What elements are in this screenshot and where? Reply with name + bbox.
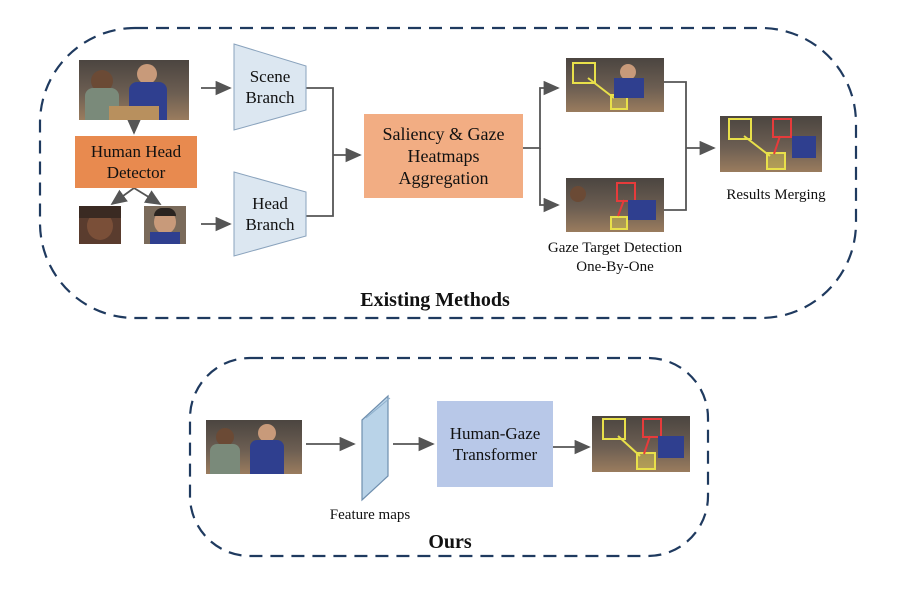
scene-input-image [79, 60, 189, 120]
detection-result-2 [566, 178, 664, 232]
existing-methods-title: Existing Methods [360, 289, 510, 311]
scene-branch-shape [233, 43, 307, 131]
feature-maps-label: Feature maps [329, 507, 411, 523]
feature-maps-shape [361, 394, 389, 502]
merging-caption: Results Merging [726, 187, 826, 203]
human-head-detector-box: Human Head Detector [75, 136, 197, 188]
human-head-detector-label: Human Head Detector [90, 142, 182, 182]
existing-methods-frame [38, 26, 858, 320]
ours-frame [188, 356, 710, 558]
detection-result-1 [566, 58, 664, 112]
aggregation-box: Saliency & Gaze Heatmaps Aggregation [364, 114, 523, 198]
merged-result-image [720, 116, 822, 172]
head-crop-2 [144, 206, 186, 244]
head-branch-label: Head Branch [245, 194, 295, 234]
ours-input-image [206, 420, 302, 474]
head-crop-1 [79, 206, 121, 244]
detection-caption: Gaze Target Detection One-By-One [547, 240, 683, 275]
ours-output-image [592, 416, 690, 472]
ours-title: Ours [428, 531, 472, 553]
head-branch-shape [233, 171, 307, 257]
transformer-box: Human-Gaze Transformer [437, 401, 553, 487]
transformer-label: Human-Gaze Transformer [449, 424, 541, 464]
scene-branch-label: Scene Branch [245, 67, 295, 107]
aggregation-label: Saliency & Gaze Heatmaps Aggregation [382, 124, 505, 188]
